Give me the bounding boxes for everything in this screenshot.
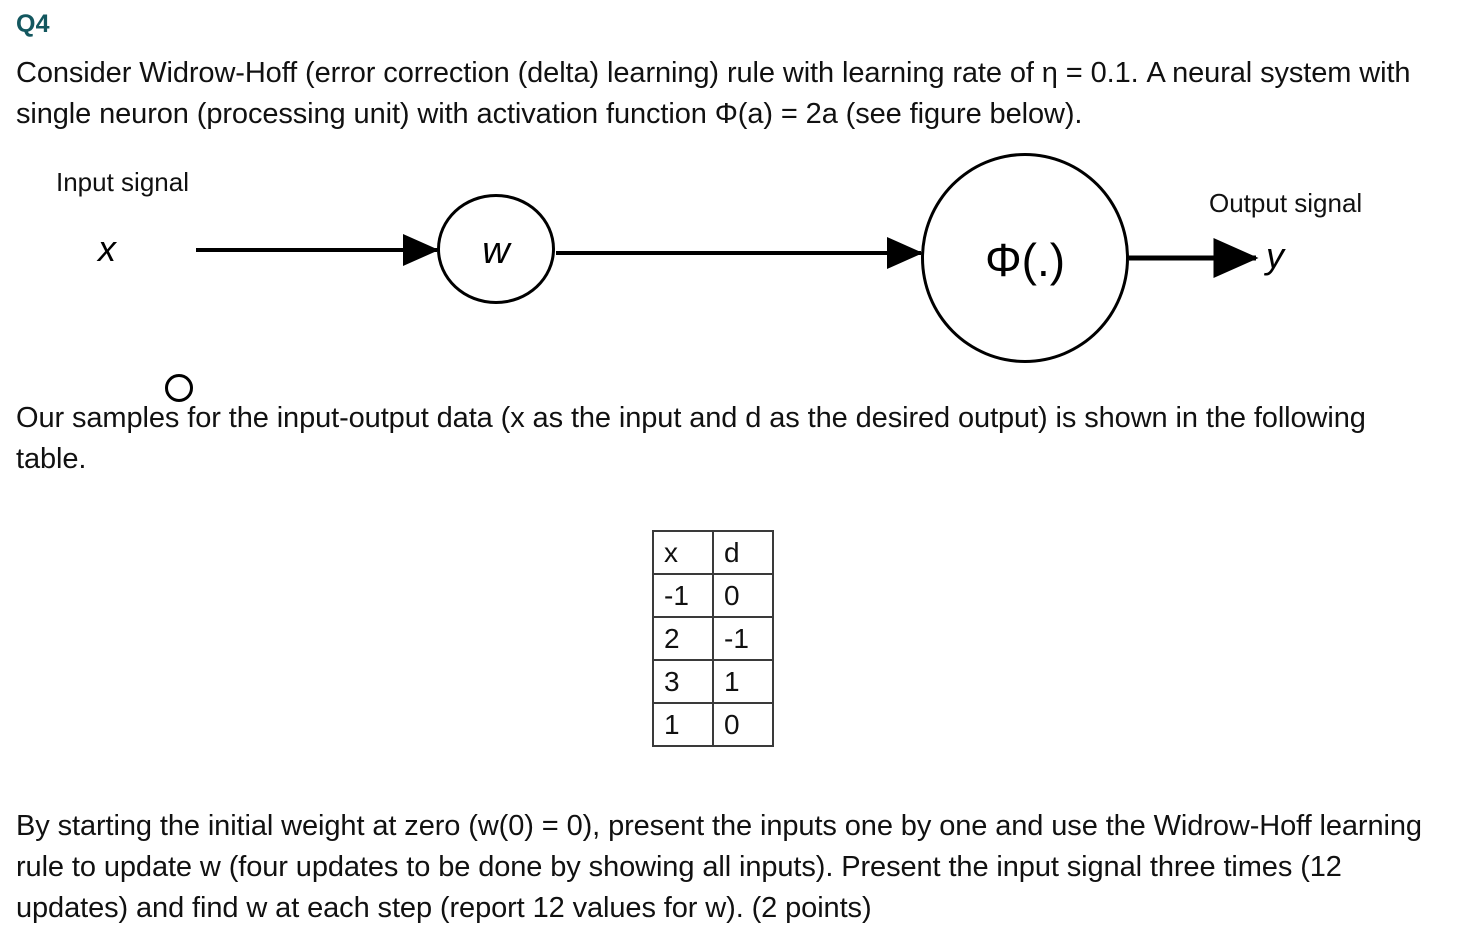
column-header-d: d xyxy=(712,530,774,575)
cell-x: 3 xyxy=(652,659,714,704)
cell-d: 0 xyxy=(712,573,774,618)
paragraph-intro: Consider Widrow-Hoff (error correction (… xyxy=(16,57,1411,130)
diagram-arrows xyxy=(196,234,1259,278)
cell-x: -1 xyxy=(652,573,714,618)
activation-node-label: Φ(.) xyxy=(984,234,1066,286)
table-row: 2 -1 xyxy=(652,616,774,661)
cell-x: 1 xyxy=(652,702,714,747)
paragraph-task: By starting the initial weight at zero (… xyxy=(16,810,1422,924)
cell-x: 2 xyxy=(652,616,714,661)
neuron-diagram: Input signal x w Φ(.) Output signal y xyxy=(0,140,1460,402)
output-signal-label: Output signal xyxy=(1209,188,1363,218)
column-header-x: x xyxy=(652,530,714,575)
table-row: -1 0 xyxy=(652,573,774,618)
weight-node: w xyxy=(437,194,555,304)
paragraph-samples: Our samples for the input-output data (x… xyxy=(16,402,1366,475)
activation-node: Φ(.) xyxy=(921,153,1129,363)
cell-d: 1 xyxy=(712,659,774,704)
table-row: 1 0 xyxy=(652,702,774,747)
page-title: Q4 xyxy=(16,10,50,38)
cell-d: 0 xyxy=(712,702,774,747)
input-output-data-table: x d -1 0 2 -1 3 1 1 0 xyxy=(652,530,774,747)
table-row: 3 1 xyxy=(652,659,774,704)
input-variable-x: x xyxy=(98,228,116,269)
table-header-row: x d xyxy=(652,530,774,575)
output-variable-y: y xyxy=(1266,235,1284,276)
cell-d: -1 xyxy=(712,616,774,661)
weight-node-label: w xyxy=(482,230,510,272)
open-circle-node-icon xyxy=(165,374,193,402)
input-signal-label: Input signal xyxy=(56,167,189,197)
